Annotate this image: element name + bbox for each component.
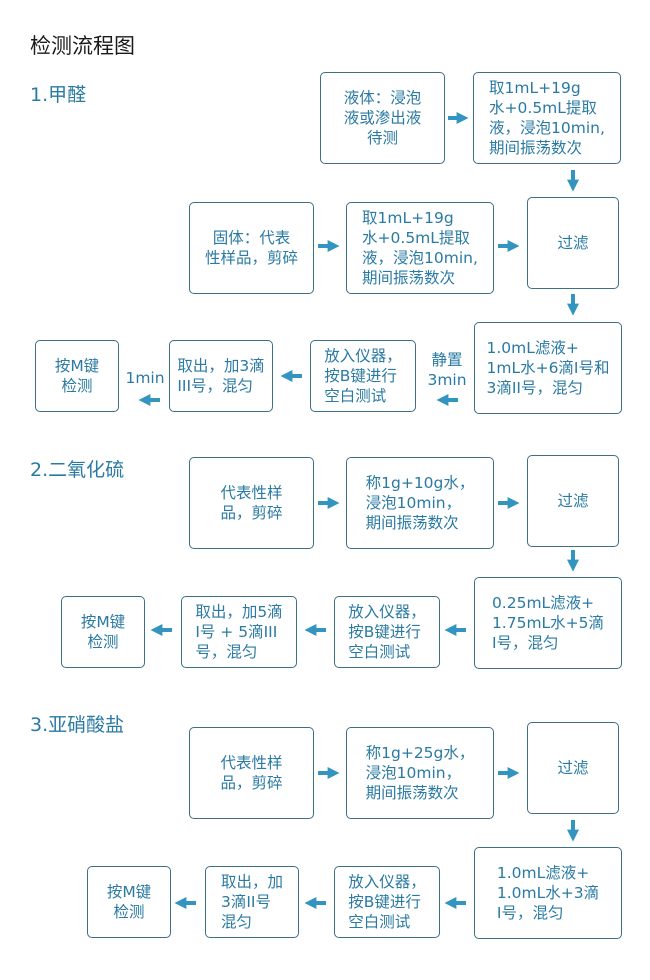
so2-sample-step: 代表性样 品，剪碎 xyxy=(189,457,314,549)
nitrite-detect-step: 按M键 检测 xyxy=(87,866,171,938)
formaldehyde-add-reagent-step: 取出，加3滴 III号，混匀 xyxy=(169,340,273,412)
step-text: 取1mL+19g 水+0.5mL提取 液，浸泡10min, 期间振荡数次 xyxy=(489,79,605,157)
step-text: 过滤 xyxy=(557,759,589,777)
so2-detect-step: 按M键 检测 xyxy=(61,596,145,668)
page-title: 检测流程图 xyxy=(30,34,135,58)
step-text: 1.0mL滤液+ 1mL水+6滴I号和 3滴II号，混匀 xyxy=(486,339,610,397)
step-text: 称1g+25g水， 浸泡10min， 期间振荡数次 xyxy=(365,744,475,802)
so2-filter-step: 过滤 xyxy=(527,455,619,547)
formaldehyde-detect-step: 按M键 检测 xyxy=(35,340,119,412)
formaldehyde-solid-extract-step: 取1mL+19g 水+0.5mL提取 液，浸泡10min, 期间振荡数次 xyxy=(346,202,494,294)
so2-mix-step: 0.25mL滤液+ 1.75mL水+5滴 I号，混匀 xyxy=(474,577,622,669)
step-text: 过滤 xyxy=(557,492,589,510)
formaldehyde-solid-step: 固体：代表 性样品，剪碎 xyxy=(189,202,314,294)
step-text: 按M键 检测 xyxy=(106,883,152,921)
formaldehyde-liquid-step: 液体：浸泡 液或渗出液 待测 xyxy=(320,72,445,164)
nitrite-instrument-step: 放入仪器， 按B键进行 空白测试 xyxy=(334,866,440,938)
step-text: 放入仪器， 按B键进行 空白测试 xyxy=(324,347,402,405)
wait-time-label: 1min xyxy=(125,369,165,387)
section-heading-formaldehyde: 1.甲醛 xyxy=(30,84,87,106)
step-text: 代表性样 品，剪碎 xyxy=(220,484,283,522)
section-heading-nitrite: 3.亚硝酸盐 xyxy=(30,714,125,736)
step-text: 代表性样 品，剪碎 xyxy=(220,754,283,792)
step-text: 放入仪器， 按B键进行 空白测试 xyxy=(348,873,426,931)
step-text: 按M键 检测 xyxy=(54,357,100,395)
step-text: 称1g+10g水， 浸泡10min， 期间振荡数次 xyxy=(365,474,475,532)
section-heading-sulfur-dioxide: 2.二氧化硫 xyxy=(30,459,125,481)
nitrite-mix-step: 1.0mL滤液+ 1.0mL水+3滴 I号，混匀 xyxy=(474,847,622,939)
step-text: 取出，加 3滴II号 混匀 xyxy=(220,873,283,931)
nitrite-add-reagent-step: 取出，加 3滴II号 混匀 xyxy=(205,866,299,938)
so2-add-reagent-step: 取出，加5滴 I号 + 5滴III 号，混匀 xyxy=(181,596,297,668)
step-text: 放入仪器， 按B键进行 空白测试 xyxy=(348,603,426,661)
step-text: 取1mL+19g 水+0.5mL提取 液，浸泡10min, 期间振荡数次 xyxy=(362,209,478,287)
formaldehyde-liquid-extract-step: 取1mL+19g 水+0.5mL提取 液，浸泡10min, 期间振荡数次 xyxy=(473,72,621,164)
step-text: 取出，加3滴 III号，混匀 xyxy=(177,357,265,395)
formaldehyde-instrument-step: 放入仪器， 按B键进行 空白测试 xyxy=(310,340,416,412)
step-text: 0.25mL滤液+ 1.75mL水+5滴 I号，混匀 xyxy=(491,594,605,652)
so2-weigh-step: 称1g+10g水， 浸泡10min， 期间振荡数次 xyxy=(346,457,494,549)
formaldehyde-mix-step: 1.0mL滤液+ 1mL水+6滴I号和 3滴II号，混匀 xyxy=(474,322,622,414)
step-text: 过滤 xyxy=(557,234,589,252)
nitrite-sample-step: 代表性样 品，剪碎 xyxy=(189,727,314,819)
nitrite-weigh-step: 称1g+25g水， 浸泡10min， 期间振荡数次 xyxy=(346,727,494,819)
nitrite-filter-step: 过滤 xyxy=(527,722,619,814)
step-text: 液体：浸泡 液或渗出液 待测 xyxy=(343,89,422,147)
so2-instrument-step: 放入仪器， 按B键进行 空白测试 xyxy=(334,596,440,668)
formaldehyde-filter-step: 过滤 xyxy=(527,197,619,289)
rest-time-label: 静置 3min xyxy=(427,351,467,389)
step-text: 按M键 检测 xyxy=(80,613,126,651)
step-text: 固体：代表 性样品，剪碎 xyxy=(204,229,298,267)
step-text: 1.0mL滤液+ 1.0mL水+3滴 I号，混匀 xyxy=(496,864,600,922)
step-text: 取出，加5滴 I号 + 5滴III 号，混匀 xyxy=(195,603,283,661)
